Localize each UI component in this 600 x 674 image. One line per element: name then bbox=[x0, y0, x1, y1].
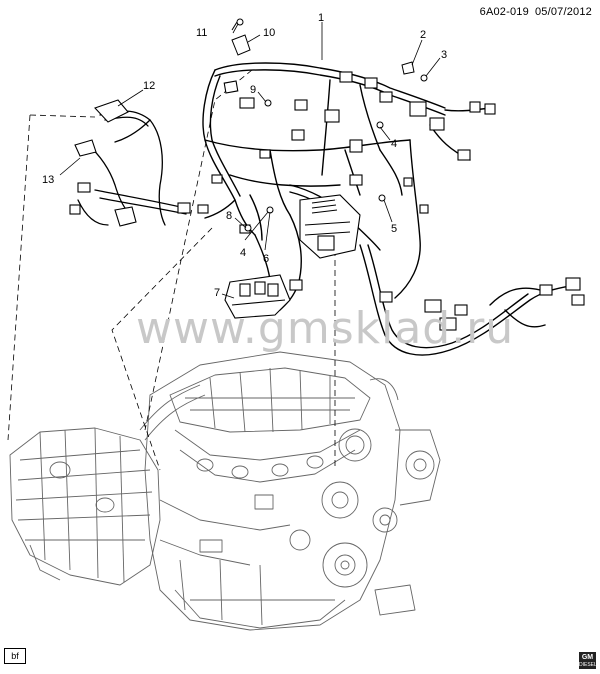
control-module bbox=[299, 194, 361, 259]
fasteners bbox=[231, 18, 428, 232]
gm-logo-text: GM bbox=[581, 654, 594, 661]
callout-numbers: 1 2 3 4 4 5 6 7 8 9 10 11 12 13 bbox=[42, 12, 447, 299]
transmission bbox=[9, 427, 161, 586]
callout-6: 6 bbox=[263, 253, 269, 265]
callout-leaders bbox=[59, 22, 441, 299]
watermark: www.gmsklad.ru bbox=[136, 303, 514, 354]
engine-assembly bbox=[9, 351, 441, 631]
callout-5: 5 bbox=[391, 223, 397, 235]
callout-11: 11 bbox=[196, 27, 207, 39]
callout-12: 12 bbox=[143, 80, 155, 92]
callout-7: 7 bbox=[214, 287, 220, 299]
diagram-header: 6A02-019 05/07/2012 bbox=[474, 6, 592, 18]
engine-block bbox=[139, 351, 441, 631]
leader-lines bbox=[7, 69, 336, 471]
diagram-id: 6A02-019 bbox=[479, 6, 529, 18]
callout-3: 3 bbox=[441, 49, 447, 61]
callout-8: 8 bbox=[226, 210, 232, 222]
callout-10: 10 bbox=[263, 27, 275, 39]
callout-13: 13 bbox=[42, 174, 54, 186]
gm-logo-sub: DIESEL bbox=[579, 662, 597, 668]
callout-4-lower: 4 bbox=[240, 247, 246, 259]
corner-tag: bf bbox=[4, 648, 26, 664]
diagram-date: 05/07/2012 bbox=[534, 6, 592, 18]
callout-9: 9 bbox=[250, 84, 256, 96]
sub-harness-parts bbox=[69, 99, 191, 227]
callout-4-upper: 4 bbox=[391, 138, 397, 150]
callout-2: 2 bbox=[420, 29, 426, 41]
relay-bracket bbox=[224, 274, 291, 319]
callout-1: 1 bbox=[318, 12, 324, 24]
gm-logo: GM DIESEL bbox=[579, 652, 597, 669]
